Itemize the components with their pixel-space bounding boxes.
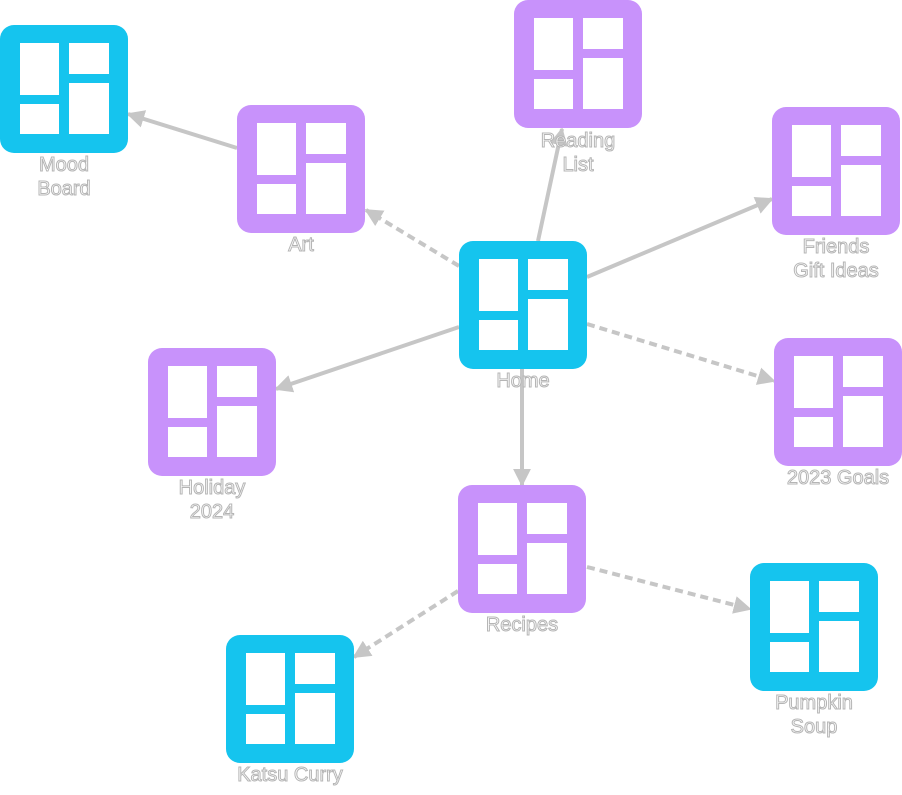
board-layout-icon — [478, 503, 567, 594]
edge-recipes-to-katsu_curry — [352, 589, 460, 659]
board-layout-icon — [246, 653, 335, 744]
edge-art-to-mood_board — [126, 110, 238, 150]
board-layout-icon — [257, 123, 346, 214]
board-node-goals-2023[interactable]: 2023 Goals — [774, 338, 902, 490]
board-layout-icon — [168, 366, 257, 457]
edge-recipes-to-pumpkin_soup — [586, 565, 752, 614]
board-layout-icon — [794, 356, 883, 447]
edge-home-to-art — [364, 208, 461, 268]
board-node-label: Art — [288, 234, 314, 256]
board-node-recipes[interactable]: Recipes — [458, 485, 586, 637]
board-layout-icon — [20, 43, 109, 134]
edge-home-to-goals_2023 — [586, 322, 776, 385]
edge-home-to-friends_gift_ideas — [586, 197, 774, 279]
board-node-label: Katsu Curry — [237, 764, 343, 786]
board-layout-icon — [534, 18, 623, 109]
board-node-katsu-curry[interactable]: Katsu Curry — [226, 635, 354, 787]
board-node-label: Recipes — [486, 614, 558, 636]
board-node-art[interactable]: Art — [237, 105, 365, 257]
board-layout-icon — [792, 125, 881, 216]
edge-home-to-holiday_2024 — [274, 325, 460, 393]
board-node-home[interactable]: Home — [459, 241, 587, 393]
board-layout-icon — [770, 581, 859, 672]
board-layout-icon — [479, 259, 568, 350]
edge-home-to-reading_list — [536, 127, 568, 242]
board-node-label: 2023 Goals — [787, 467, 889, 489]
edge-layer — [126, 110, 776, 659]
board-node-label: Home — [496, 370, 549, 392]
